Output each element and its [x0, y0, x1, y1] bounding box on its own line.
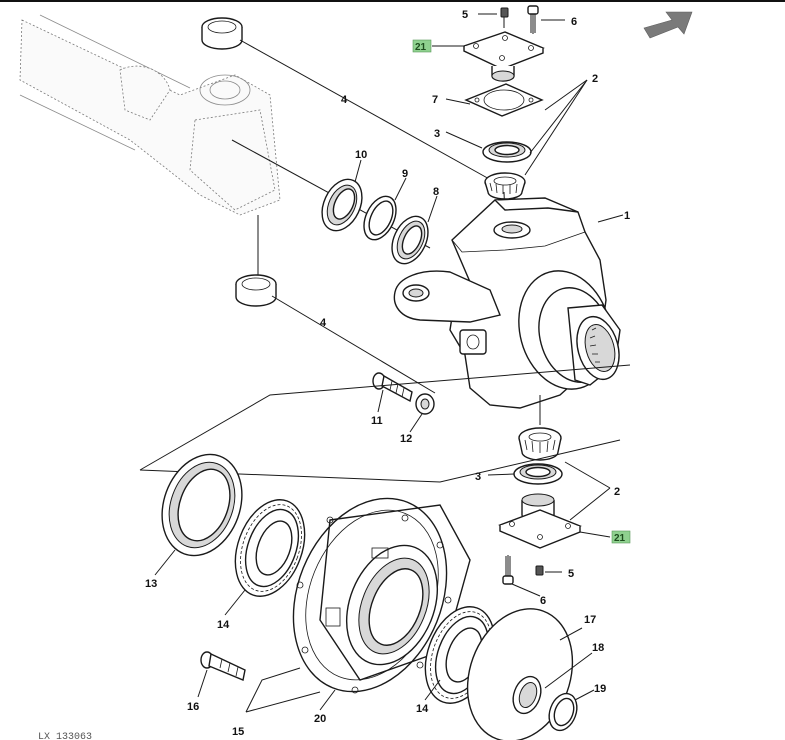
label-8: 8 [433, 186, 439, 198]
label-14-right: 14 [416, 703, 429, 715]
label-12: 12 [400, 433, 412, 445]
label-7: 7 [432, 94, 438, 106]
label-6-upper: 6 [571, 16, 577, 28]
nut-12 [415, 393, 435, 415]
label-4-lower: 4 [320, 317, 327, 329]
callout-21-lower[interactable]: 21 [611, 530, 631, 544]
label-10: 10 [355, 149, 367, 161]
upper-cap-assembly [462, 5, 545, 219]
wheel-hub-assembly [139, 364, 631, 740]
label-15: 15 [232, 726, 244, 738]
label-3-lower: 3 [475, 471, 481, 483]
front-direction-arrow-icon [643, 11, 693, 39]
label-14-left: 14 [217, 619, 230, 631]
label-6-lower: 6 [540, 595, 546, 607]
label-11: 11 [371, 415, 383, 427]
label-16: 16 [187, 701, 199, 713]
label-17: 17 [584, 614, 596, 626]
lower-bushing-4 [235, 274, 277, 307]
bolt-11 [372, 372, 413, 403]
label-1: 1 [624, 210, 630, 222]
label-4-upper: 4 [341, 94, 348, 106]
label-5-lower: 5 [568, 568, 574, 580]
label-13: 13 [145, 578, 157, 590]
label-19: 19 [594, 683, 606, 695]
upper-bushing-4 [201, 17, 243, 50]
leader-lines [154, 13, 624, 711]
svg-text:21: 21 [415, 42, 427, 53]
steering-knuckle-1 [393, 197, 621, 425]
seal-10 [321, 178, 363, 232]
svg-text:21: 21 [614, 533, 626, 544]
label-20: 20 [314, 713, 326, 725]
lower-cap-assembly [498, 427, 582, 585]
seal-8 [391, 215, 429, 265]
callout-21-upper[interactable]: 21 [412, 39, 432, 53]
label-3-upper: 3 [434, 128, 440, 140]
snap-ring-9 [363, 195, 397, 241]
part-number-labels: 1 2 2 3 3 4 4 5 5 6 6 7 8 9 10 11 12 13 … [145, 9, 630, 738]
label-18: 18 [592, 642, 604, 654]
axle-housing-ghost [19, 14, 281, 216]
top-border-line [0, 0, 785, 2]
label-2-upper: 2 [592, 73, 598, 85]
label-9: 9 [402, 168, 408, 180]
label-5-upper: 5 [462, 9, 468, 21]
illustration-code: LX 133063 [38, 732, 92, 740]
label-2-lower: 2 [614, 486, 620, 498]
